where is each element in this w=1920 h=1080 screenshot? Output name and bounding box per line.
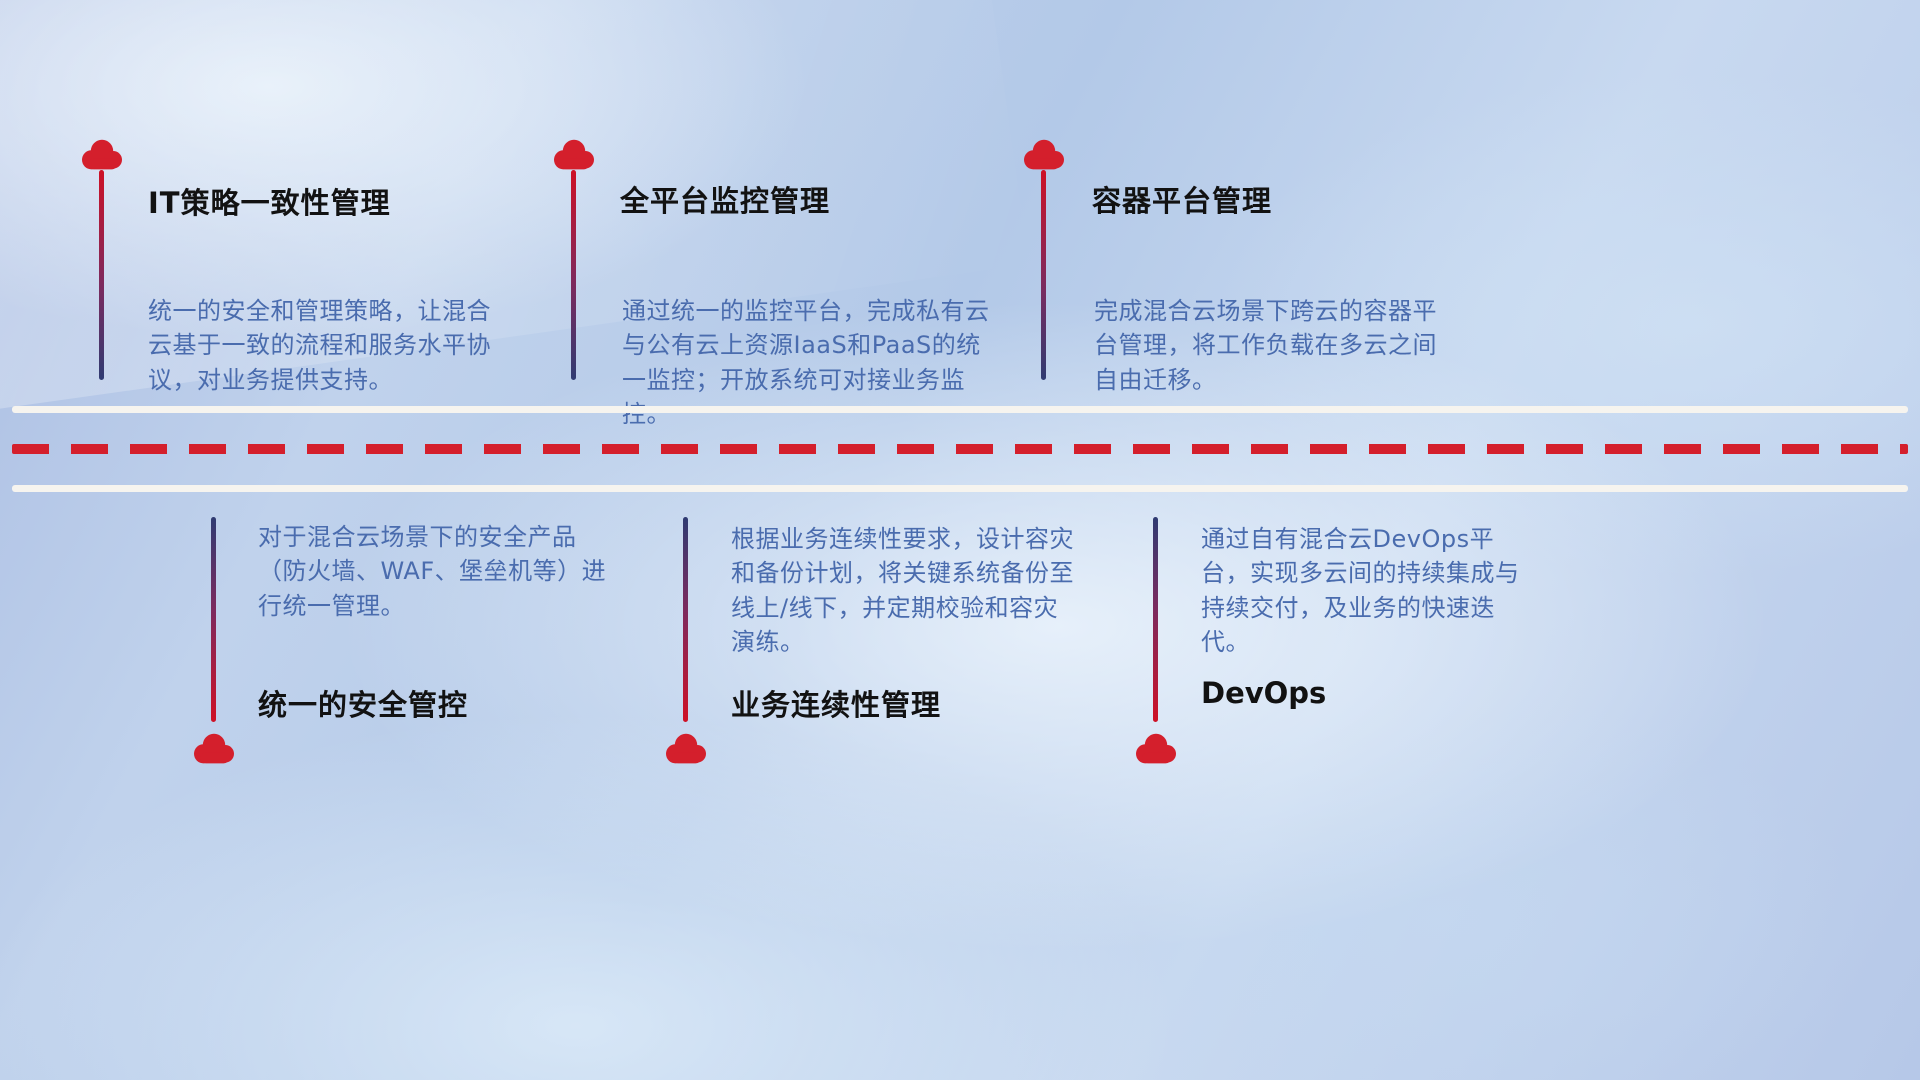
item-description: 通过统一的监控平台，完成私有云与公有云上资源IaaS和PaaS的统一监控；开放系… [622,297,990,428]
cloud-icon [190,731,238,767]
road-center-dashed-line [12,444,1908,454]
item-description: 根据业务连续性要求，设计容灾和备份计划，将关键系统备份至线上/线下，并定期校验和… [731,525,1074,656]
connector-line [571,170,576,380]
item-title: 统一的安全管控 [258,688,469,722]
road-edge-top [12,406,1908,413]
item-description: 完成混合云场景下跨云的容器平台管理，将工作负载在多云之间自由迁移。 [1094,297,1437,394]
cloud-icon [1132,731,1180,767]
road-edge-bottom [12,485,1908,492]
item-title: 全平台监控管理 [620,184,831,218]
item-title: IT策略一致性管理 [148,186,391,220]
item-description: 通过自有混合云DevOps平台，实现多云间的持续集成与持续交付，及业务的快速迭代… [1201,525,1520,656]
connector-line [1041,170,1046,380]
cloud-icon [550,137,598,173]
connector-line [211,517,216,722]
cloud-icon [662,731,710,767]
item-title: 业务连续性管理 [731,688,942,722]
item-description: 统一的安全和管理策略，让混合云基于一致的流程和服务水平协议，对业务提供支持。 [148,297,491,394]
cloud-icon [1020,137,1068,173]
connector-line [683,517,688,722]
connector-line [1153,517,1158,722]
item-description: 对于混合云场景下的安全产品（防火墙、WAF、堡垒机等）进行统一管理。 [258,523,607,620]
connector-line [99,170,104,380]
item-title: DevOps [1201,676,1327,710]
cloud-icon [78,137,126,173]
item-title: 容器平台管理 [1092,184,1273,218]
